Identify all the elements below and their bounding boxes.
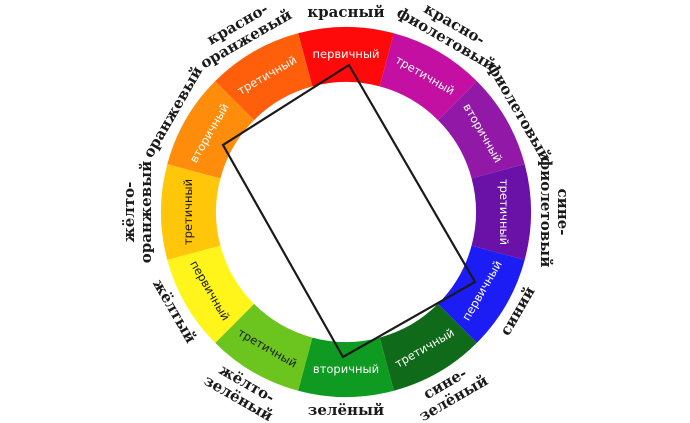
wheel-segment xyxy=(161,164,221,260)
wheel-segment xyxy=(298,27,394,87)
color-name-label: зелёный xyxy=(308,401,384,419)
wheel-segment xyxy=(471,164,531,260)
color-name-label: красный xyxy=(307,3,384,21)
wheel-segment xyxy=(167,81,255,179)
wheel-segment xyxy=(215,33,313,121)
wheel-segment xyxy=(298,337,394,397)
wheel-segment xyxy=(437,81,525,179)
wheel-segment xyxy=(437,245,525,343)
wheel-segment xyxy=(215,303,313,391)
color-name-label: оранжевый xyxy=(137,161,155,263)
wheel-segment xyxy=(379,303,477,391)
wheel-segment xyxy=(379,33,477,121)
color-name-label: сине- xyxy=(554,188,572,235)
segment-type-label: первичный xyxy=(312,47,379,61)
color-name-label: фиолетовый xyxy=(537,157,555,268)
color-name-label: жёлто- xyxy=(120,182,138,243)
tetrad-rectangle xyxy=(221,63,477,359)
segment-type-label: третичный xyxy=(497,179,511,245)
wheel-segment xyxy=(167,245,255,343)
segment-type-label: третичный xyxy=(181,179,195,245)
segment-type-label: вторичный xyxy=(313,362,379,376)
